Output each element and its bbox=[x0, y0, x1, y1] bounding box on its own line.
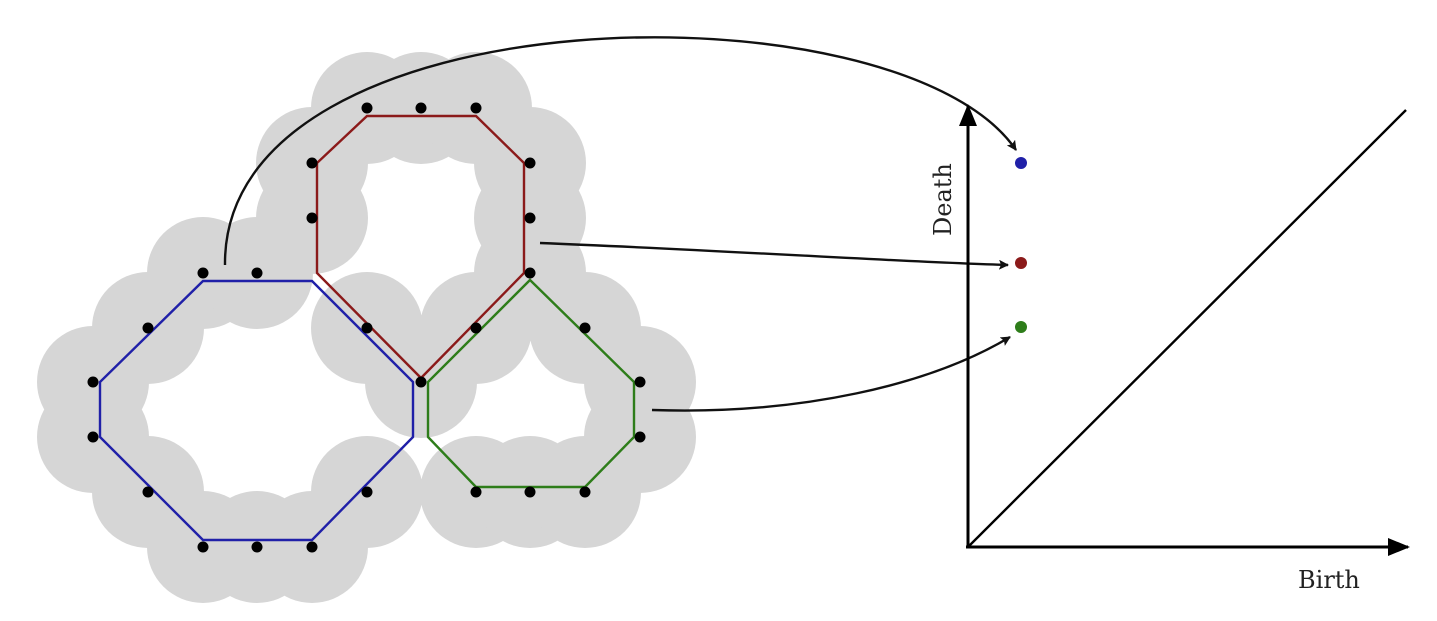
data-point bbox=[87, 376, 99, 388]
data-point bbox=[524, 212, 536, 224]
x-axis-label: Birth bbox=[1298, 566, 1360, 594]
data-point bbox=[361, 322, 373, 334]
persistence-point-red bbox=[1015, 257, 1027, 269]
data-point bbox=[361, 486, 373, 498]
data-point bbox=[634, 431, 646, 443]
y-axis-label: Death bbox=[929, 163, 957, 236]
data-point bbox=[306, 212, 318, 224]
data-point bbox=[579, 322, 591, 334]
data-point bbox=[470, 486, 482, 498]
arrow-green bbox=[651, 335, 1011, 412]
persistence-axes bbox=[959, 104, 1410, 556]
data-point bbox=[251, 541, 263, 553]
data-point bbox=[197, 267, 209, 279]
data-point bbox=[524, 486, 536, 498]
arrow-red bbox=[539, 241, 1009, 270]
diagonal bbox=[967, 109, 1407, 548]
data-point bbox=[142, 486, 154, 498]
data-point bbox=[634, 376, 646, 388]
data-point bbox=[142, 322, 154, 334]
mapping-arrows bbox=[223, 36, 1017, 412]
blue-cycle bbox=[98, 279, 415, 542]
data-point bbox=[524, 157, 536, 169]
persistence-points bbox=[1015, 157, 1027, 333]
data-point bbox=[579, 486, 591, 498]
data-point bbox=[415, 102, 427, 114]
point-cloud bbox=[87, 102, 646, 553]
persistence-point-green bbox=[1015, 321, 1027, 333]
data-point bbox=[306, 157, 318, 169]
data-point bbox=[306, 541, 318, 553]
data-point bbox=[251, 267, 263, 279]
data-point bbox=[87, 431, 99, 443]
data-point bbox=[470, 102, 482, 114]
data-point bbox=[415, 376, 427, 388]
data-point bbox=[470, 322, 482, 334]
data-point bbox=[197, 541, 209, 553]
data-point bbox=[361, 102, 373, 114]
arrow-blue bbox=[223, 36, 1017, 266]
persistence-point-blue bbox=[1015, 157, 1027, 169]
data-point bbox=[524, 267, 536, 279]
